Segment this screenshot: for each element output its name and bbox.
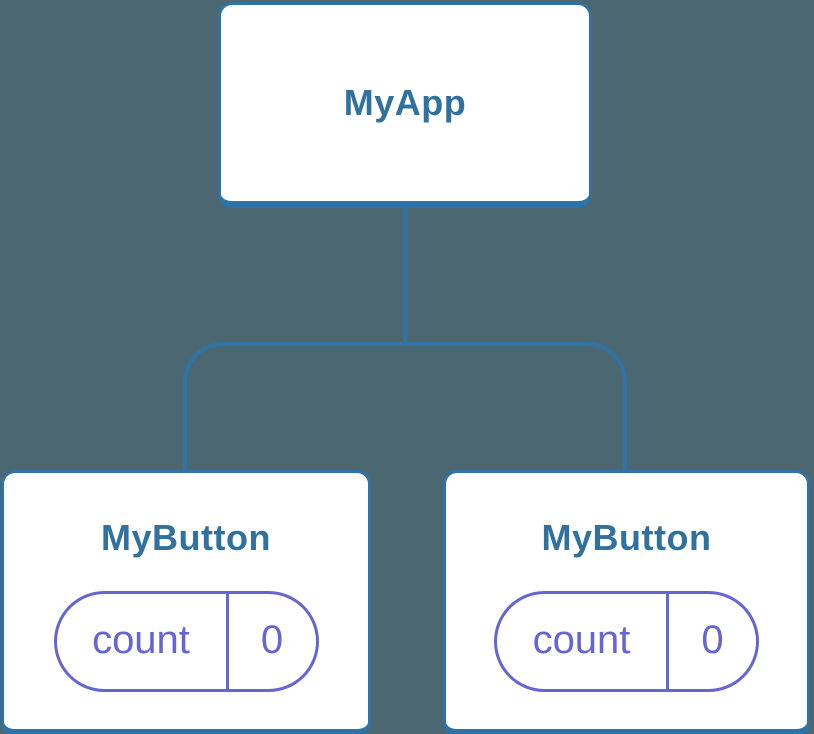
component-node-child-right: MyButton count 0 [443, 470, 810, 734]
state-label: count [532, 617, 631, 662]
child-node-title: MyButton [541, 517, 712, 558]
root-node-title: MyApp [343, 82, 467, 123]
component-node-child-left: MyButton count 0 [1, 470, 371, 734]
state-label: count [92, 617, 190, 662]
child-node-title: MyButton [101, 517, 271, 558]
state-pill-value-cell: 0 [669, 594, 756, 689]
state-pill: count 0 [494, 591, 759, 692]
state-pill-value-cell: 0 [229, 594, 316, 689]
state-pill-label-cell: count [497, 594, 669, 689]
state-value: 0 [701, 617, 724, 662]
state-pill-label-cell: count [57, 594, 229, 689]
state-pill: count 0 [53, 591, 319, 692]
component-node-root: MyApp [218, 2, 592, 208]
connector-branch-bracket [183, 342, 627, 472]
state-value: 0 [260, 617, 284, 662]
connector-stem-line [403, 206, 407, 346]
